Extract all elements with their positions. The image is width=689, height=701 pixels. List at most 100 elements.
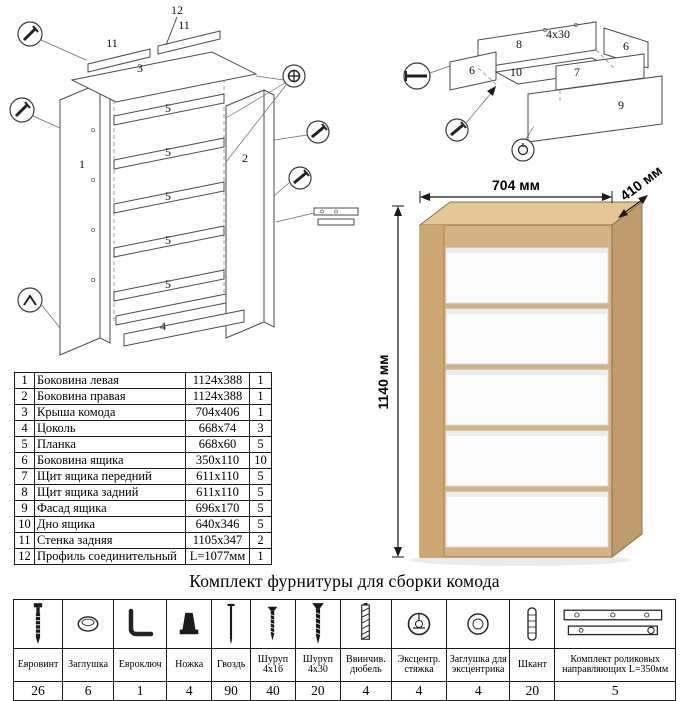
hw-label: Евровинт (12, 648, 64, 682)
part-num: 6 (14, 452, 35, 469)
table-row: 4 Цоколь 668x74 3 (14, 420, 272, 437)
frame-exploded-diagram: 1 2 3 11 11 12 5 5 5 5 5 4 (9, 3, 359, 356)
drawer-facade-shape (527, 75, 663, 143)
eccentric-cam-icon (405, 610, 433, 638)
hw-label: Шкант (509, 648, 556, 682)
part-qty: 1 (249, 372, 272, 389)
hw-qty: 1 (113, 681, 168, 701)
hw-icon-cell (446, 599, 511, 649)
part-num: 5 (14, 436, 35, 453)
dresser-render: 704 мм 410 мм 1140 мм (375, 162, 665, 566)
hw-qty: 6 (62, 681, 115, 701)
part-size: 611x110 (185, 468, 250, 485)
part-name: Щит ящика задний (34, 484, 186, 501)
table-row: 10 Дно ящика 640x346 5 (14, 516, 272, 533)
part-size: 668x60 (185, 436, 250, 453)
part-size: 704x406 (185, 404, 250, 421)
hardware-kit-title: Комплект фурнитуры для сборки комода (189, 571, 500, 591)
hardware-table: Евровинт Заглушка Евроключ Ножка Гвоздь … (12, 599, 676, 701)
part-label-back-wall: 11 (178, 18, 190, 32)
hw-qty: 90 (211, 681, 251, 701)
drawer-exploded-diagram: 8 4x30 6 6 10 7 9 (403, 21, 663, 162)
part-qty: 5 (249, 516, 272, 533)
part-size: 668x74 (185, 420, 250, 437)
screw-4x16-icon (264, 606, 281, 642)
part-label-plank: 5 (165, 101, 171, 115)
hw-label: Ножка (166, 648, 213, 682)
drawer-fronts (445, 247, 609, 548)
hardware-labels-row: Евровинт Заглушка Евроключ Ножка Гвоздь … (12, 648, 676, 682)
hw-icon-cell (12, 599, 64, 649)
part-label-plank: 5 (165, 145, 171, 159)
hw-qty: 20 (294, 681, 341, 701)
part-size: 1105x347 (185, 532, 250, 549)
part-label-plank: 5 (165, 277, 171, 291)
hw-icon-cell (249, 599, 296, 649)
part-qty: 1 (249, 404, 272, 421)
part-size: 611x110 (185, 484, 250, 501)
part-label-top: 3 (137, 61, 143, 75)
part-num: 7 (14, 468, 35, 485)
part-size: 640x346 (185, 516, 250, 533)
hw-label: Комплект роликовых направляющих L=350мм (554, 648, 676, 682)
hardware-qty-row: 26 6 1 4 90 40 20 4 4 4 20 5 (12, 681, 676, 701)
part-name: Боковина ящика (34, 452, 186, 469)
hw-icon-cell (113, 599, 168, 649)
hw-icon-cell (509, 599, 556, 649)
part-label-plinth: 4 (160, 319, 166, 333)
part-label-drawer-side: 6 (469, 63, 475, 77)
width-label: 704 мм (492, 177, 540, 193)
part-num: 11 (14, 532, 35, 549)
hw-icon-cell (294, 599, 341, 649)
part-label-back-wall: 11 (106, 36, 118, 50)
width-dimension: 704 мм (419, 177, 613, 203)
part-qty: 1 (249, 548, 272, 565)
top-panel-shape (70, 51, 258, 103)
table-row: 9 Фасад ящика 696x170 5 (14, 500, 272, 517)
part-qty: 5 (249, 436, 272, 453)
table-row: 7 Щит ящика передний 611x110 5 (14, 468, 272, 485)
part-name: Боковина правая (34, 388, 186, 405)
part-label-back-shield: 8 (516, 37, 522, 51)
hw-icon-cell (166, 599, 213, 649)
screw-size-label: 4x30 (546, 27, 570, 41)
table-row: 5 Планка 668x60 5 (14, 436, 272, 453)
roller-guides-icon (561, 606, 669, 642)
assembly-scene: 1 2 3 11 11 12 5 5 5 5 5 4 (9, 3, 665, 566)
left-side-panel-shape (59, 82, 101, 356)
parts-table: 1 Боковина левая 1124x388 1 2 Боковина п… (14, 372, 272, 565)
part-num: 8 (14, 484, 35, 501)
leg-icon (176, 611, 202, 637)
part-size: 1124x388 (185, 388, 250, 405)
hw-qty: 20 (509, 681, 556, 701)
part-num: 2 (14, 388, 35, 405)
part-label-plank: 5 (165, 189, 171, 203)
part-label-profile: 12 (171, 3, 183, 17)
part-name: Планка (34, 436, 186, 453)
hw-label: Заглушка (62, 648, 115, 682)
hw-label: Евроключ (113, 648, 168, 682)
hw-icon-cell (554, 599, 676, 649)
table-row: 1 Боковина левая 1124x388 1 (14, 372, 272, 389)
part-num: 4 (14, 420, 35, 437)
hw-qty: 26 (12, 681, 64, 701)
screw-4x30-icon (308, 602, 328, 646)
right-side-panel-shape (225, 89, 265, 339)
euro-screw-icon (28, 602, 48, 646)
hardware-icons-row (12, 599, 676, 649)
part-num: 9 (14, 500, 35, 517)
height-dimension: 1140 мм (375, 205, 404, 558)
part-qty: 2 (249, 532, 272, 549)
part-label-right-side: 2 (242, 151, 248, 165)
part-name: Фасад ящика (34, 500, 186, 517)
dowel-screw-icon (356, 603, 375, 645)
height-label: 1140 мм (375, 355, 391, 410)
part-qty: 3 (249, 420, 272, 437)
table-row: 8 Щит ящика задний 611x110 5 (14, 484, 272, 501)
hw-qty: 4 (390, 681, 448, 701)
hw-icon-cell (62, 599, 115, 649)
part-size: L=1077мм (185, 548, 250, 565)
table-row: 2 Боковина правая 1124x388 1 (14, 388, 272, 405)
part-name: Крыша комода (34, 404, 186, 421)
part-qty: 10 (249, 452, 272, 469)
